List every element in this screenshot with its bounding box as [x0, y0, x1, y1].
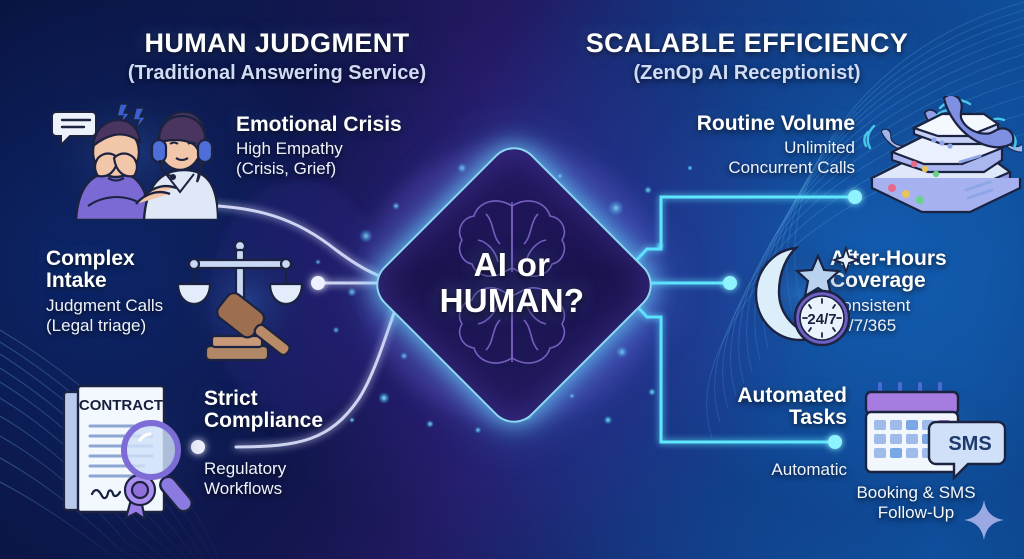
contract-label: CONTRACT [79, 397, 163, 414]
item-complex-intake: Complex Intake Judgment Calls (Legal tri… [46, 247, 164, 336]
server-stack-icon [869, 96, 1022, 214]
seal-ribbon-icon [123, 473, 157, 522]
item-complex-intake-title1: Complex [46, 247, 135, 270]
item-strict-compliance: Strict Compliance Regulatory Workflows [204, 387, 324, 499]
item-complex-intake-detail2: (Legal triage) [46, 315, 147, 335]
chat-bubble-icon [51, 111, 97, 148]
item-strict-compliance-detail2: Workflows [204, 478, 283, 498]
item-strict-compliance-detail1: Regulatory [204, 458, 287, 478]
clock-24-7-icon: 24/7 [793, 289, 851, 347]
item-automated-tasks-title1: Automated [737, 384, 847, 407]
caption-booking-sms: Booking & SMS Follow-Up [836, 483, 996, 524]
item-routine-volume-title: Routine Volume [696, 112, 855, 135]
item-routine-volume-detail1: Unlimited [784, 138, 855, 158]
item-emotional-crisis-detail2: (Crisis, Grief) [236, 159, 337, 179]
item-strict-compliance-title2: Compliance [204, 409, 324, 433]
four-point-sparkle-icon [964, 500, 1004, 540]
item-emotional-crisis-detail1: High Empathy [236, 139, 343, 159]
star-icon [794, 253, 842, 299]
item-routine-volume: Routine Volume Unlimited Concurrent Call… [600, 112, 855, 178]
header-human-title: HUMAN JUDGMENT [144, 28, 410, 58]
headset-agent-icon [135, 110, 218, 220]
header-ai-title: SCALABLE EFFICIENCY [585, 28, 909, 58]
contract-magnifier-seal-icon: CONTRACT [48, 378, 204, 526]
sms-bubble-icon: SMS [927, 420, 1007, 481]
headphones-icon [150, 114, 214, 164]
calendar-sms-icon: SMS [858, 382, 1010, 486]
caption-booking-line2: Follow-Up [877, 503, 955, 523]
sparkle-icon [831, 245, 861, 275]
clock-label: 24/7 [807, 311, 836, 328]
sms-label: SMS [948, 433, 991, 455]
header-ai: SCALABLE EFFICIENCY (ZenOp AI Receptioni… [512, 28, 982, 85]
distressed-person-with-headset-agent-icon [40, 86, 218, 220]
center-question: AI or HUMAN? [409, 180, 615, 386]
signature-icon [90, 488, 122, 500]
caption-booking-line1: Booking & SMS [856, 483, 976, 502]
item-routine-volume-detail2: Concurrent Calls [728, 158, 855, 178]
header-human: HUMAN JUDGMENT (Traditional Answering Se… [42, 28, 512, 85]
item-complex-intake-detail1: Judgment Calls [46, 295, 164, 315]
ai-connector-nodes [723, 190, 862, 449]
scales-of-justice-gavel-icon [178, 238, 312, 366]
center-line1: AI or [473, 246, 551, 284]
stacked-phone-servers-icon [862, 96, 1022, 214]
distressed-person-icon [74, 118, 152, 220]
magnifier-icon [121, 420, 193, 513]
header-human-subtitle: (Traditional Answering Service) [127, 62, 427, 84]
item-complex-intake-title2: Intake [46, 269, 107, 293]
item-strict-compliance-title1: Strict [204, 387, 258, 410]
moon-stars-clock-icon: 24/7 [738, 240, 862, 348]
item-automated-tasks-title2: Tasks [789, 406, 847, 430]
item-automated-tasks-detail1: Automatic [771, 459, 847, 479]
item-emotional-crisis: Emotional Crisis High Empathy (Crisis, G… [236, 113, 402, 179]
item-automated-tasks: Automated Tasks Automatic [672, 384, 847, 480]
gavel-icon [204, 291, 291, 362]
center-line2: HUMAN? [439, 282, 585, 319]
item-emotional-crisis-title: Emotional Crisis [236, 113, 402, 136]
header-ai-subtitle: (ZenOp AI Receptionist) [633, 62, 861, 84]
